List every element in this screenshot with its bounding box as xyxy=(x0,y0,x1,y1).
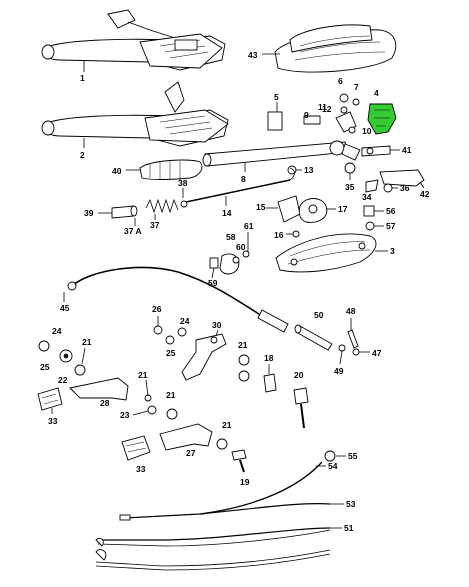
cables-51-53 xyxy=(95,503,331,571)
callout-21e: 21 xyxy=(222,420,232,430)
callout-35: 35 xyxy=(345,182,355,192)
clip-36 xyxy=(383,183,393,193)
callout-50: 50 xyxy=(314,310,324,320)
fasteners-24-26 xyxy=(153,325,187,345)
callout-48: 48 xyxy=(346,306,356,316)
callout-38: 38 xyxy=(178,178,188,188)
callout-9: 9 xyxy=(304,110,309,120)
callout-49: 49 xyxy=(334,366,344,376)
grip-40 xyxy=(139,159,203,180)
callout-7: 7 xyxy=(354,82,359,92)
callout-43: 43 xyxy=(248,50,258,60)
callout-28: 28 xyxy=(100,398,110,408)
callout-59: 59 xyxy=(208,278,218,288)
lever-assembly-lower xyxy=(121,423,247,473)
callout-24a: 24 xyxy=(52,326,62,336)
callout-42: 42 xyxy=(420,189,430,199)
callout-21d: 21 xyxy=(238,340,248,350)
cap-55 xyxy=(324,450,336,462)
handbrake-lever-assembly-2 xyxy=(41,81,229,147)
callout-5: 5 xyxy=(274,92,279,102)
base-bracket-3 xyxy=(275,233,377,273)
callout-19: 19 xyxy=(240,477,250,487)
callout-16: 16 xyxy=(274,230,284,240)
callout-24b: 24 xyxy=(180,316,190,326)
pin-35 xyxy=(344,162,356,174)
callout-57: 57 xyxy=(386,221,396,231)
callout-4: 4 xyxy=(374,88,379,98)
callout-10: 10 xyxy=(362,126,372,136)
callout-13: 13 xyxy=(304,165,314,175)
callout-54: 54 xyxy=(328,461,338,471)
brake-cable-45 xyxy=(67,266,289,333)
lever-41-42 xyxy=(361,145,425,187)
callout-1: 1 xyxy=(80,73,85,83)
handbrake-lever-assembly-1 xyxy=(41,9,226,71)
callout-23: 23 xyxy=(120,410,130,420)
callout-30: 30 xyxy=(212,320,222,330)
pin-assembly-47-50 xyxy=(294,324,360,356)
callout-12: 12 xyxy=(322,104,332,114)
callout-61: 61 xyxy=(244,221,254,231)
callout-22: 22 xyxy=(58,375,68,385)
callout-11: 11 xyxy=(318,102,327,112)
callout-53: 53 xyxy=(346,499,356,509)
callout-33a: 33 xyxy=(48,416,58,426)
hardware-cluster-top-right xyxy=(267,93,360,134)
callout-26: 26 xyxy=(152,304,162,314)
callout-33b: 33 xyxy=(136,464,146,474)
callout-3: 3 xyxy=(390,246,395,256)
callout-37: 37 xyxy=(150,220,160,230)
callout-27: 27 xyxy=(186,448,196,458)
callout-15: 15 xyxy=(256,202,266,212)
callout-2: 2 xyxy=(80,150,85,160)
callout-39: 39 xyxy=(84,208,94,218)
callout-18: 18 xyxy=(264,353,274,363)
callout-60: 60 xyxy=(236,242,246,252)
callout-21c: 21 xyxy=(166,390,176,400)
callout-25a: 25 xyxy=(40,362,50,372)
callout-17: 17 xyxy=(338,204,348,214)
fasteners-58-61 xyxy=(209,250,250,275)
callout-36: 36 xyxy=(400,183,410,193)
callout-45: 45 xyxy=(60,303,70,313)
callout-47: 47 xyxy=(372,348,382,358)
bolts-18-20 xyxy=(263,373,309,429)
callout-34: 34 xyxy=(362,192,372,202)
callout-25b: 25 xyxy=(166,348,176,358)
callout-40: 40 xyxy=(112,166,122,176)
washer-57 xyxy=(365,221,375,231)
highlighted-bracket-4 xyxy=(367,103,397,135)
clip-34 xyxy=(365,179,379,193)
callout-6: 6 xyxy=(338,76,343,86)
boot-cover-43 xyxy=(274,24,397,73)
lever-assembly-left xyxy=(37,340,178,420)
callout-20: 20 xyxy=(294,370,304,380)
callout-21b: 21 xyxy=(138,370,148,380)
cam-15-17 xyxy=(277,195,328,238)
callout-56: 56 xyxy=(386,206,396,216)
cable-54 xyxy=(199,461,323,515)
callout-37a: 37 A xyxy=(124,226,142,236)
callout-55: 55 xyxy=(348,451,358,461)
callout-58: 58 xyxy=(226,232,236,242)
callout-41: 41 xyxy=(402,145,412,155)
callout-51: 51 xyxy=(344,523,354,533)
callout-21a: 21 xyxy=(82,337,92,347)
callout-14: 14 xyxy=(222,208,232,218)
pivot-shaft-8 xyxy=(202,140,361,167)
rod-14 xyxy=(180,167,295,208)
lever-30 xyxy=(181,333,250,382)
callout-8: 8 xyxy=(241,174,246,184)
bolt-56 xyxy=(363,205,375,217)
spring-37 xyxy=(145,198,179,214)
